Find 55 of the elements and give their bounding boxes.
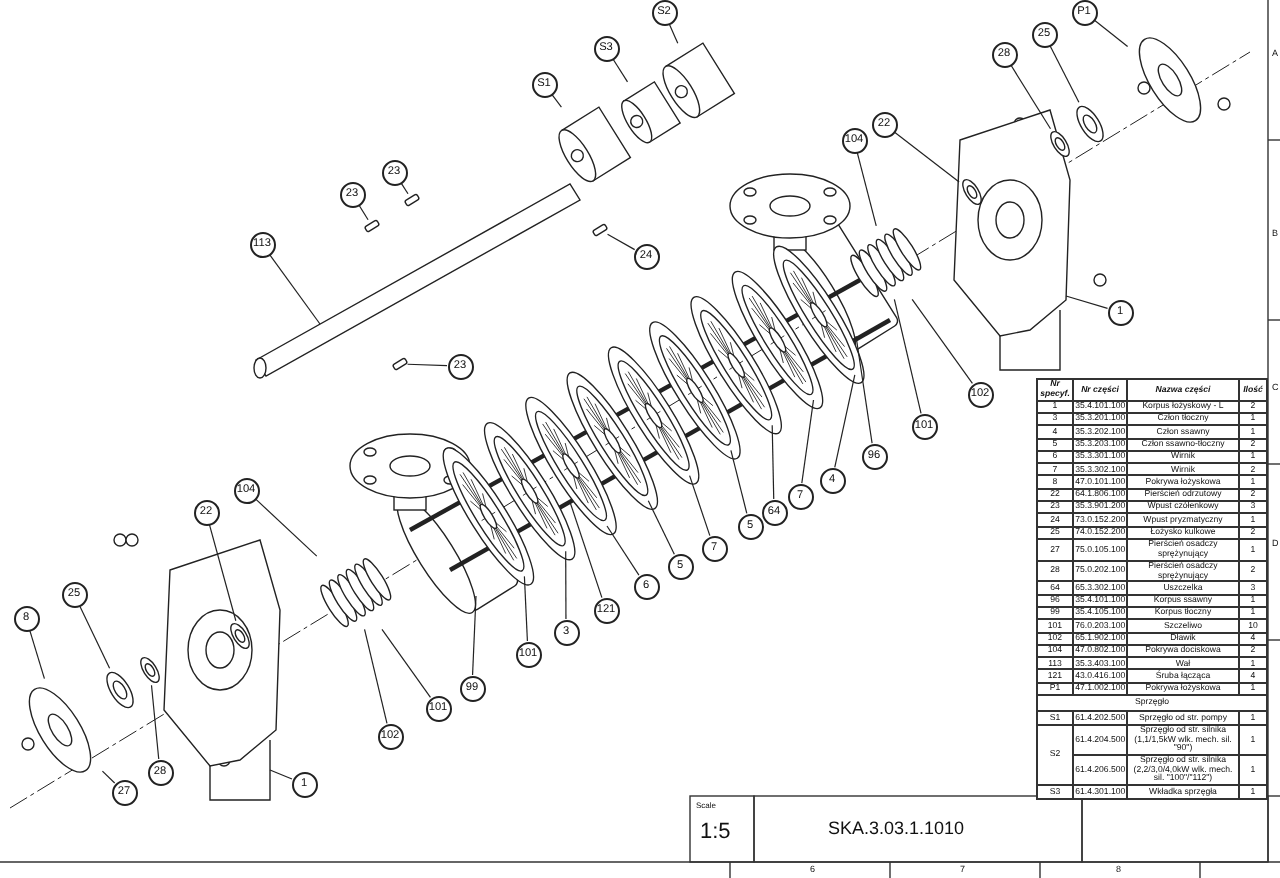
leader-line [911,298,973,385]
leader-line [565,550,567,620]
packing-gland [320,558,392,628]
bearing-housing [953,109,1071,371]
leader-line [363,628,388,724]
leader-line [689,475,711,537]
leader-line [855,335,873,444]
leader-line [1093,19,1129,48]
leader-line [406,363,448,367]
leader-line [471,595,477,676]
leader-line [668,23,679,44]
leader-line [893,131,960,183]
leader-line [612,58,629,83]
leader-line [254,498,318,557]
leader-line [771,424,775,500]
leader-line [208,523,237,622]
leader-line [856,152,877,227]
leader-line [101,770,116,784]
retaining-ring [1050,130,1070,158]
leader-line [1065,295,1109,309]
leader-line [1010,64,1052,130]
leader-line [834,374,856,468]
pump-shaft [253,183,581,379]
leader-line [523,575,528,642]
leader-line [606,233,636,251]
leader-line [606,525,640,576]
ball-bearing [106,671,134,709]
leader-line [400,182,409,195]
leader-line [893,298,922,414]
shaft-key [391,357,409,371]
drawing-number: SKA.3.03.1.1010 [828,818,965,838]
shaft-key [403,193,421,207]
impeller-stage [773,245,865,384]
leader-line [150,684,160,760]
leader-line [801,399,815,484]
leader-line [1049,45,1080,103]
leader-line [269,253,321,325]
packing-gland [850,228,922,298]
leader-line [29,629,46,680]
sealing-ring [140,656,160,684]
tie-rod [448,318,892,572]
leader-line [569,501,603,599]
scale-value: 1:5 [700,820,731,844]
leader-line [647,500,675,555]
leader-line [381,628,432,698]
leader-line [730,449,748,514]
tie-rod [408,278,862,532]
bearing-cover [28,687,92,773]
shaft-key [591,223,609,237]
bearing-cover [1138,37,1202,123]
leader-line [79,605,111,669]
ball-bearing [1076,105,1104,143]
bearing-housing [163,539,281,801]
leader-line [269,769,293,780]
shaft-key [363,219,381,233]
